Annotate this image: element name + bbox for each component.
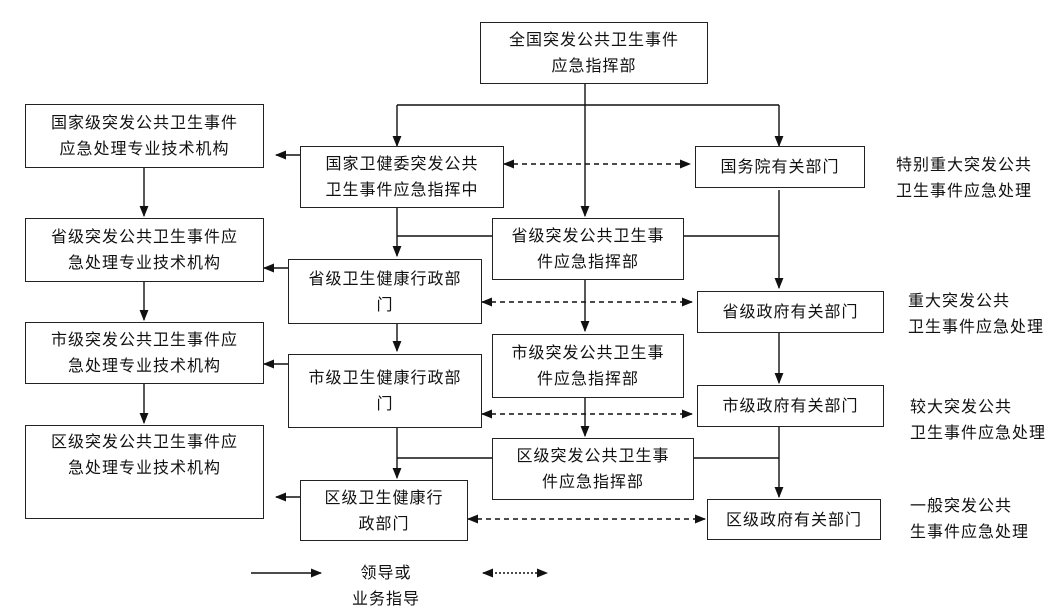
dist-health-admin-box: 区级卫生健康行政部门 [300, 480, 468, 541]
city-health-admin-box: 市级卫生健康行政部门 [288, 354, 482, 428]
dist-health-line1: 区级卫生健康行 [324, 487, 444, 507]
nhc-line1: 国家卫健委突发公共 [325, 154, 479, 173]
level3-line2: 卫生事件应急处理 [910, 423, 1047, 442]
level1-line1: 特别重大突发公共 [896, 155, 1033, 174]
level2-line1: 重大突发公共 [908, 291, 1011, 310]
level2-line2: 卫生事件应急处理 [908, 317, 1045, 336]
national-tech-agency-box: 国家级突发公共卫生事件应急处理专业技术机构 [25, 104, 264, 168]
prov-gov-dept-box: 省级政府有关部门 [697, 291, 884, 333]
dist-gov-dept-box: 区级政府有关部门 [707, 499, 881, 540]
city-command-hq-box: 市级突发公共卫生事件应急指挥部 [492, 334, 684, 398]
level-extraordinary-label: 特别重大突发公共 卫生事件应急处理 [896, 152, 1032, 204]
dist-tech-line1: 区级突发公共卫生事件应 [50, 432, 238, 451]
national-command-hq-box: 全国突发公共卫生事件应急指挥部 [480, 22, 708, 84]
level4-line1: 一般突发公共 [910, 496, 1013, 515]
dist-gov-label: 区级政府有关部门 [725, 509, 862, 529]
prov-hq-line2: 件应急指挥部 [536, 252, 639, 271]
dist-health-line2: 政部门 [358, 513, 410, 533]
prov-tech-agency-box: 省级突发公共卫生事件应急处理专业技术机构 [25, 218, 264, 282]
city-health-line1: 市级卫生健康行政部 [308, 368, 462, 387]
national-hq-line1: 全国突发公共卫生事件 [508, 30, 679, 49]
nhc-line2: 卫生事件应急指挥中 [325, 180, 479, 199]
prov-health-line2: 门 [376, 294, 394, 314]
city-tech-agency-box: 市级突发公共卫生事件应急处理专业技术机构 [25, 322, 264, 384]
level1-line2: 卫生事件应急处理 [896, 181, 1033, 200]
city-gov-label: 市级政府有关部门 [722, 396, 859, 415]
city-tech-line2: 急处理专业技术机构 [67, 356, 221, 375]
level-larger-label: 较大突发公共 卫生事件应急处理 [910, 394, 1046, 446]
level-major-label: 重大突发公共 卫生事件应急处理 [908, 288, 1044, 340]
city-hq-line1: 市级突发公共卫生事 [511, 343, 665, 362]
dist-tech-agency-box: 区级突发公共卫生事件应急处理专业技术机构 [25, 425, 264, 519]
level4-line2: 生事件应急处理 [910, 522, 1030, 541]
dist-tech-line2: 急处理专业技术机构 [67, 458, 221, 477]
national-tech-line2: 应急处理专业技术机构 [59, 139, 230, 158]
state-council-label: 国务院有关部门 [720, 157, 840, 176]
city-tech-line1: 市级突发公共卫生事件应 [50, 330, 238, 349]
dist-hq-line2: 件应急指挥部 [541, 472, 644, 491]
prov-command-hq-box: 省级突发公共卫生事件应急指挥部 [492, 218, 684, 280]
dist-command-hq-box: 区级突发公共卫生事件应急指挥部 [492, 438, 694, 500]
prov-health-admin-box: 省级卫生健康行政部门 [288, 259, 482, 324]
prov-health-line1: 省级卫生健康行政部 [308, 268, 462, 288]
prov-tech-line2: 急处理专业技术机构 [67, 253, 221, 272]
prov-hq-line1: 省级突发公共卫生事 [511, 226, 665, 245]
legend-solid-label: 领导或 业务指导 [352, 560, 420, 612]
level3-line1: 较大突发公共 [910, 397, 1013, 416]
nhc-command-center-box: 国家卫健委突发公共卫生事件应急指挥中 [300, 146, 504, 208]
national-hq-line2: 应急指挥部 [551, 56, 637, 75]
city-gov-dept-box: 市级政府有关部门 [697, 385, 884, 427]
prov-tech-line1: 省级突发公共卫生事件应 [50, 227, 238, 246]
city-health-line2: 门 [376, 394, 394, 413]
national-tech-line1: 国家级突发公共卫生事件 [50, 113, 238, 132]
city-hq-line2: 件应急指挥部 [536, 369, 639, 388]
legend-line2: 业务指导 [352, 589, 421, 608]
dist-hq-line1: 区级突发公共卫生事 [516, 446, 670, 465]
level-general-label: 一般突发公共 生事件应急处理 [910, 493, 1029, 545]
state-council-box: 国务院有关部门 [695, 146, 865, 188]
legend-line1: 领导或 [360, 563, 412, 582]
prov-gov-label: 省级政府有关部门 [722, 302, 859, 321]
